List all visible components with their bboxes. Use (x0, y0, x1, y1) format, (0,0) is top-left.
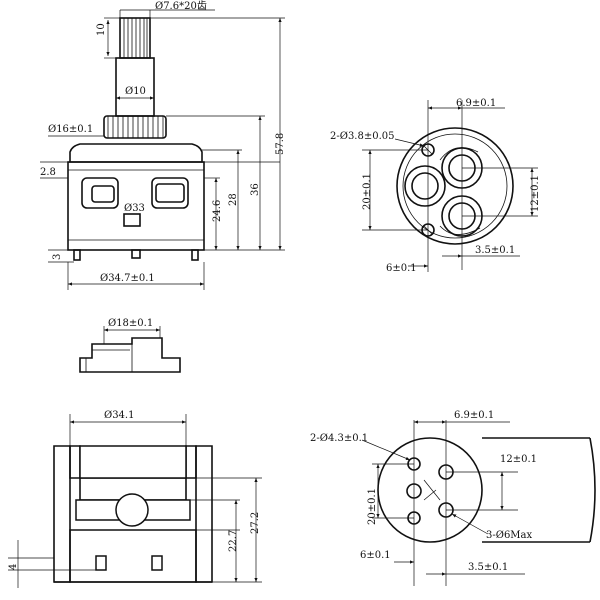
seat-bottom-right-offset-label: 3.5±0.1 (468, 562, 508, 573)
stem-height-label: 10 (96, 23, 107, 36)
collar-diameter-label: Ø16±0.1 (48, 124, 93, 135)
window-diameter-label: Ø33 (124, 203, 145, 214)
base-width-label: Ø34.7±0.1 (100, 273, 155, 284)
inner-height-label: 22.7 (228, 530, 239, 552)
seat-top-offset-label: 6.9±0.1 (454, 410, 494, 421)
ledge-height-label: 2.8 (40, 167, 56, 178)
height-57-8-label: 57.8 (275, 133, 286, 155)
bottom-right-offset-label: 3.5±0.1 (475, 245, 515, 256)
seat-ports-label: 3-Ø6Max (486, 530, 533, 541)
seat-holes-label: 2-Ø4.3±0.1 (310, 433, 368, 444)
housing-width-label: Ø34.1 (104, 410, 134, 421)
cartridge-side-view: Ø7.6*20齿 10 Ø10 Ø16±0.1 2.8 Ø33 3 Ø34.7±… (40, 0, 286, 290)
bottom-depth-label: 4 (8, 564, 19, 570)
cartridge-bottom-view: 6.9±0.1 2-Ø3.8±0.05 20±0.1 12±0.1 6±0.1 … (330, 98, 541, 274)
outer-height-label: 27.2 (250, 512, 261, 534)
top-offset-label: 6.9±0.1 (456, 98, 496, 109)
bottom-left-offset-label: 6±0.1 (386, 263, 417, 274)
height-24-6-label: 24.6 (212, 200, 223, 222)
collar-profile-width-label: Ø18±0.1 (108, 318, 153, 329)
stem-spline-label: Ø7.6*20齿 (155, 0, 207, 12)
collar-profile-view: Ø18±0.1 (79, 318, 181, 373)
housing-section-view: Ø34.1 22.7 27.2 4 (8, 410, 262, 588)
right-height-label: 12±0.1 (530, 175, 541, 212)
seat-right-height-label: 12±0.1 (500, 454, 537, 465)
left-height-label: 20±0.1 (362, 173, 373, 210)
neck-diameter-label: Ø10 (125, 86, 146, 97)
height-36-label: 36 (250, 183, 261, 196)
height-28-label: 28 (228, 193, 239, 206)
pin-diameter-label: 2-Ø3.8±0.05 (330, 131, 395, 142)
bottom-height-label: 3 (52, 254, 63, 260)
seat-hole-pattern-view: 6.9±0.1 2-Ø4.3±0.1 12±0.1 20±0.1 3-Ø6Max… (310, 410, 596, 586)
seat-bottom-left-offset-label: 6±0.1 (360, 550, 391, 561)
seat-left-height-label: 20±0.1 (367, 488, 378, 525)
